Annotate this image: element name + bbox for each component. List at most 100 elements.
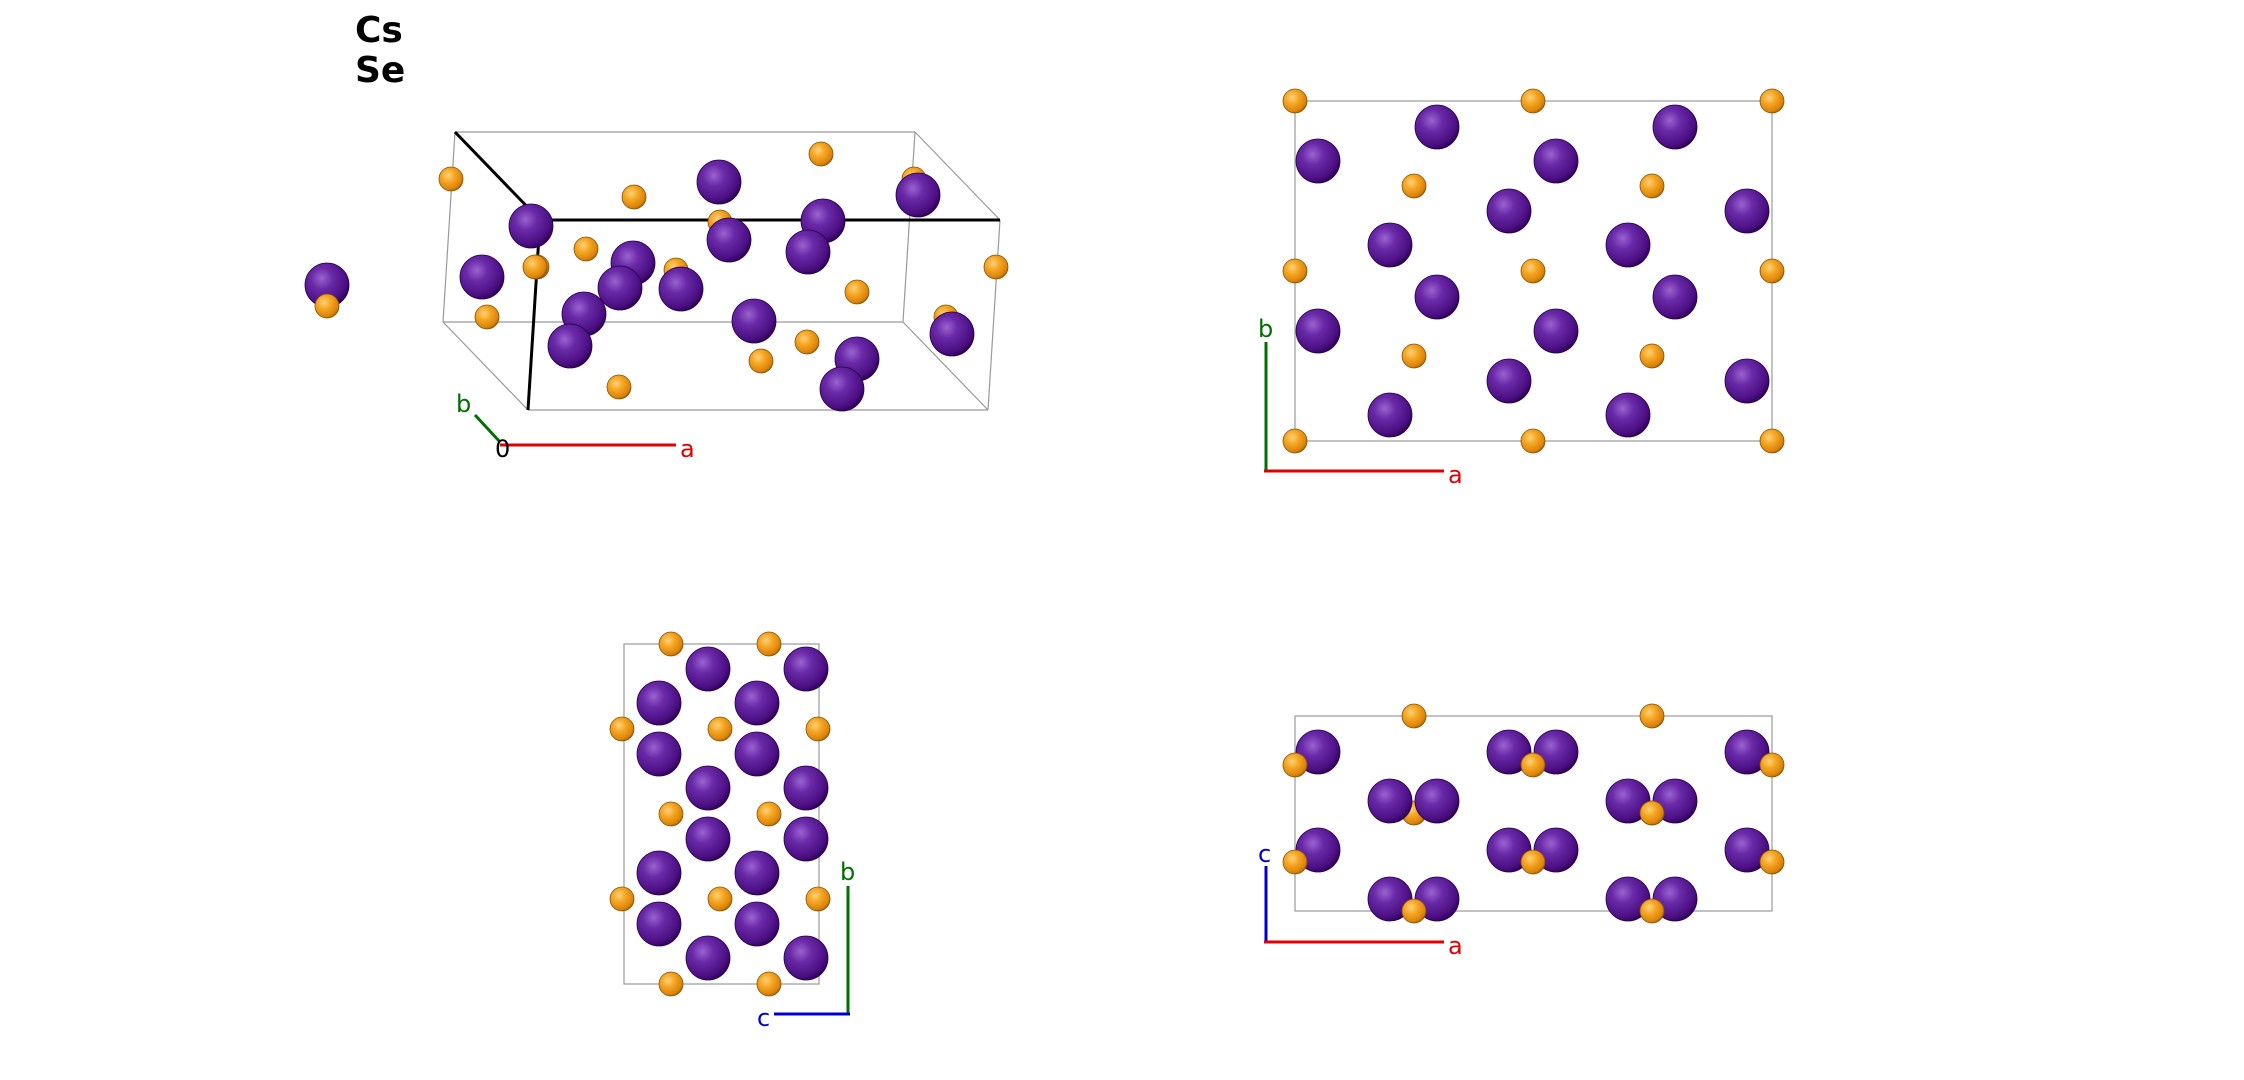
axis-a-label: a: [1448, 461, 1463, 489]
axis-triad: c a: [1258, 840, 1463, 960]
se-atom: [983, 254, 1009, 280]
se-atom: [1639, 343, 1665, 369]
cs-atom: [636, 731, 682, 777]
cs-atom: [1486, 358, 1532, 404]
se-atom: [748, 348, 774, 374]
se-atom: [756, 631, 782, 657]
unit-cell-outline: [1294, 715, 1773, 912]
cs-atom: [685, 816, 731, 862]
se-atom: [1759, 428, 1785, 454]
atoms: [1282, 88, 1785, 454]
se-atom: [1639, 800, 1665, 826]
cb-plane-view: b c: [609, 631, 855, 1032]
cs-atom: [1486, 729, 1532, 775]
se-atom: [707, 886, 733, 912]
se-atom: [658, 631, 684, 657]
element-legend: Cs Se: [355, 10, 405, 91]
se-atom: [621, 184, 647, 210]
cs-atom: [734, 850, 780, 896]
se-atom: [438, 166, 464, 192]
se-atom: [1759, 849, 1785, 875]
se-atom: [794, 329, 820, 355]
cs-atom: [547, 323, 593, 369]
se-atom: [756, 971, 782, 997]
se-atom: [1282, 88, 1308, 114]
se-atom: [1520, 428, 1546, 454]
cs-atom: [1652, 104, 1698, 150]
cs-atom: [1533, 308, 1579, 354]
ac-plane-view: c a: [1258, 703, 1785, 960]
axis-c-label: c: [757, 1004, 770, 1032]
se-atom: [573, 236, 599, 262]
cs-atom: [1724, 729, 1770, 775]
cs-atom: [696, 159, 742, 205]
cs-atom: [658, 266, 704, 312]
se-atom: [522, 254, 548, 280]
axis-triad: b a: [1258, 315, 1463, 489]
cs-atom: [685, 646, 731, 692]
se-atom: [474, 304, 500, 330]
cs-atom: [1367, 778, 1413, 824]
cs-atom: [783, 816, 829, 862]
cs-atom: [1295, 138, 1341, 184]
se-atom: [707, 716, 733, 742]
cs-atom: [734, 731, 780, 777]
axis-triad: b c: [757, 858, 855, 1032]
se-atom: [1520, 258, 1546, 284]
cs-atom: [1414, 104, 1460, 150]
perspective-view: b 0 a: [304, 130, 1009, 463]
se-atom: [1282, 849, 1308, 875]
cs-atom: [1724, 358, 1770, 404]
cs-atom: [731, 298, 777, 344]
se-atom: [609, 886, 635, 912]
cs-atom: [1533, 138, 1579, 184]
cs-atom: [1414, 778, 1460, 824]
atoms: [609, 631, 831, 997]
legend-se-label: Se: [355, 50, 405, 91]
se-atom: [1520, 849, 1546, 875]
cs-atom: [636, 680, 682, 726]
se-atom: [606, 374, 632, 400]
se-atom: [1520, 88, 1546, 114]
axis-a-label: a: [1448, 932, 1463, 960]
se-atom: [808, 141, 834, 167]
cs-atom: [929, 311, 975, 357]
cs-atom: [1367, 222, 1413, 268]
cs-atom: [685, 935, 731, 981]
cs-atom: [1367, 392, 1413, 438]
unit-cell-outline: [442, 131, 1001, 411]
axis-c-label: c: [1258, 840, 1271, 868]
se-atom: [756, 801, 782, 827]
cs-atom: [1414, 274, 1460, 320]
cs-atom: [1295, 308, 1341, 354]
se-atom: [1401, 173, 1427, 199]
cs-atom: [636, 850, 682, 896]
cs-atom: [1605, 222, 1651, 268]
cs-atom: [734, 680, 780, 726]
se-atom: [1520, 752, 1546, 778]
cs-atom: [459, 254, 505, 300]
cs-atom: [819, 366, 865, 412]
cs-atom: [783, 935, 829, 981]
se-atom: [1282, 752, 1308, 778]
se-atom: [1401, 343, 1427, 369]
se-atom: [1282, 258, 1308, 284]
se-atom: [844, 279, 870, 305]
cs-atom: [597, 265, 643, 311]
cs-atom: [1605, 392, 1651, 438]
ab-plane-view: b a: [1258, 88, 1785, 489]
cs-atom: [734, 901, 780, 947]
axis-b-label: b: [840, 858, 855, 886]
se-atom: [1401, 898, 1427, 924]
cs-atom: [508, 203, 554, 249]
se-atom: [805, 886, 831, 912]
axis-a-label: a: [680, 435, 695, 463]
atoms: [1282, 703, 1785, 924]
se-atom: [805, 716, 831, 742]
se-atom: [314, 293, 340, 319]
atoms: [304, 141, 1009, 412]
axis-b-label: b: [1258, 315, 1273, 343]
cs-atom: [706, 217, 752, 263]
cs-atom: [785, 229, 831, 275]
